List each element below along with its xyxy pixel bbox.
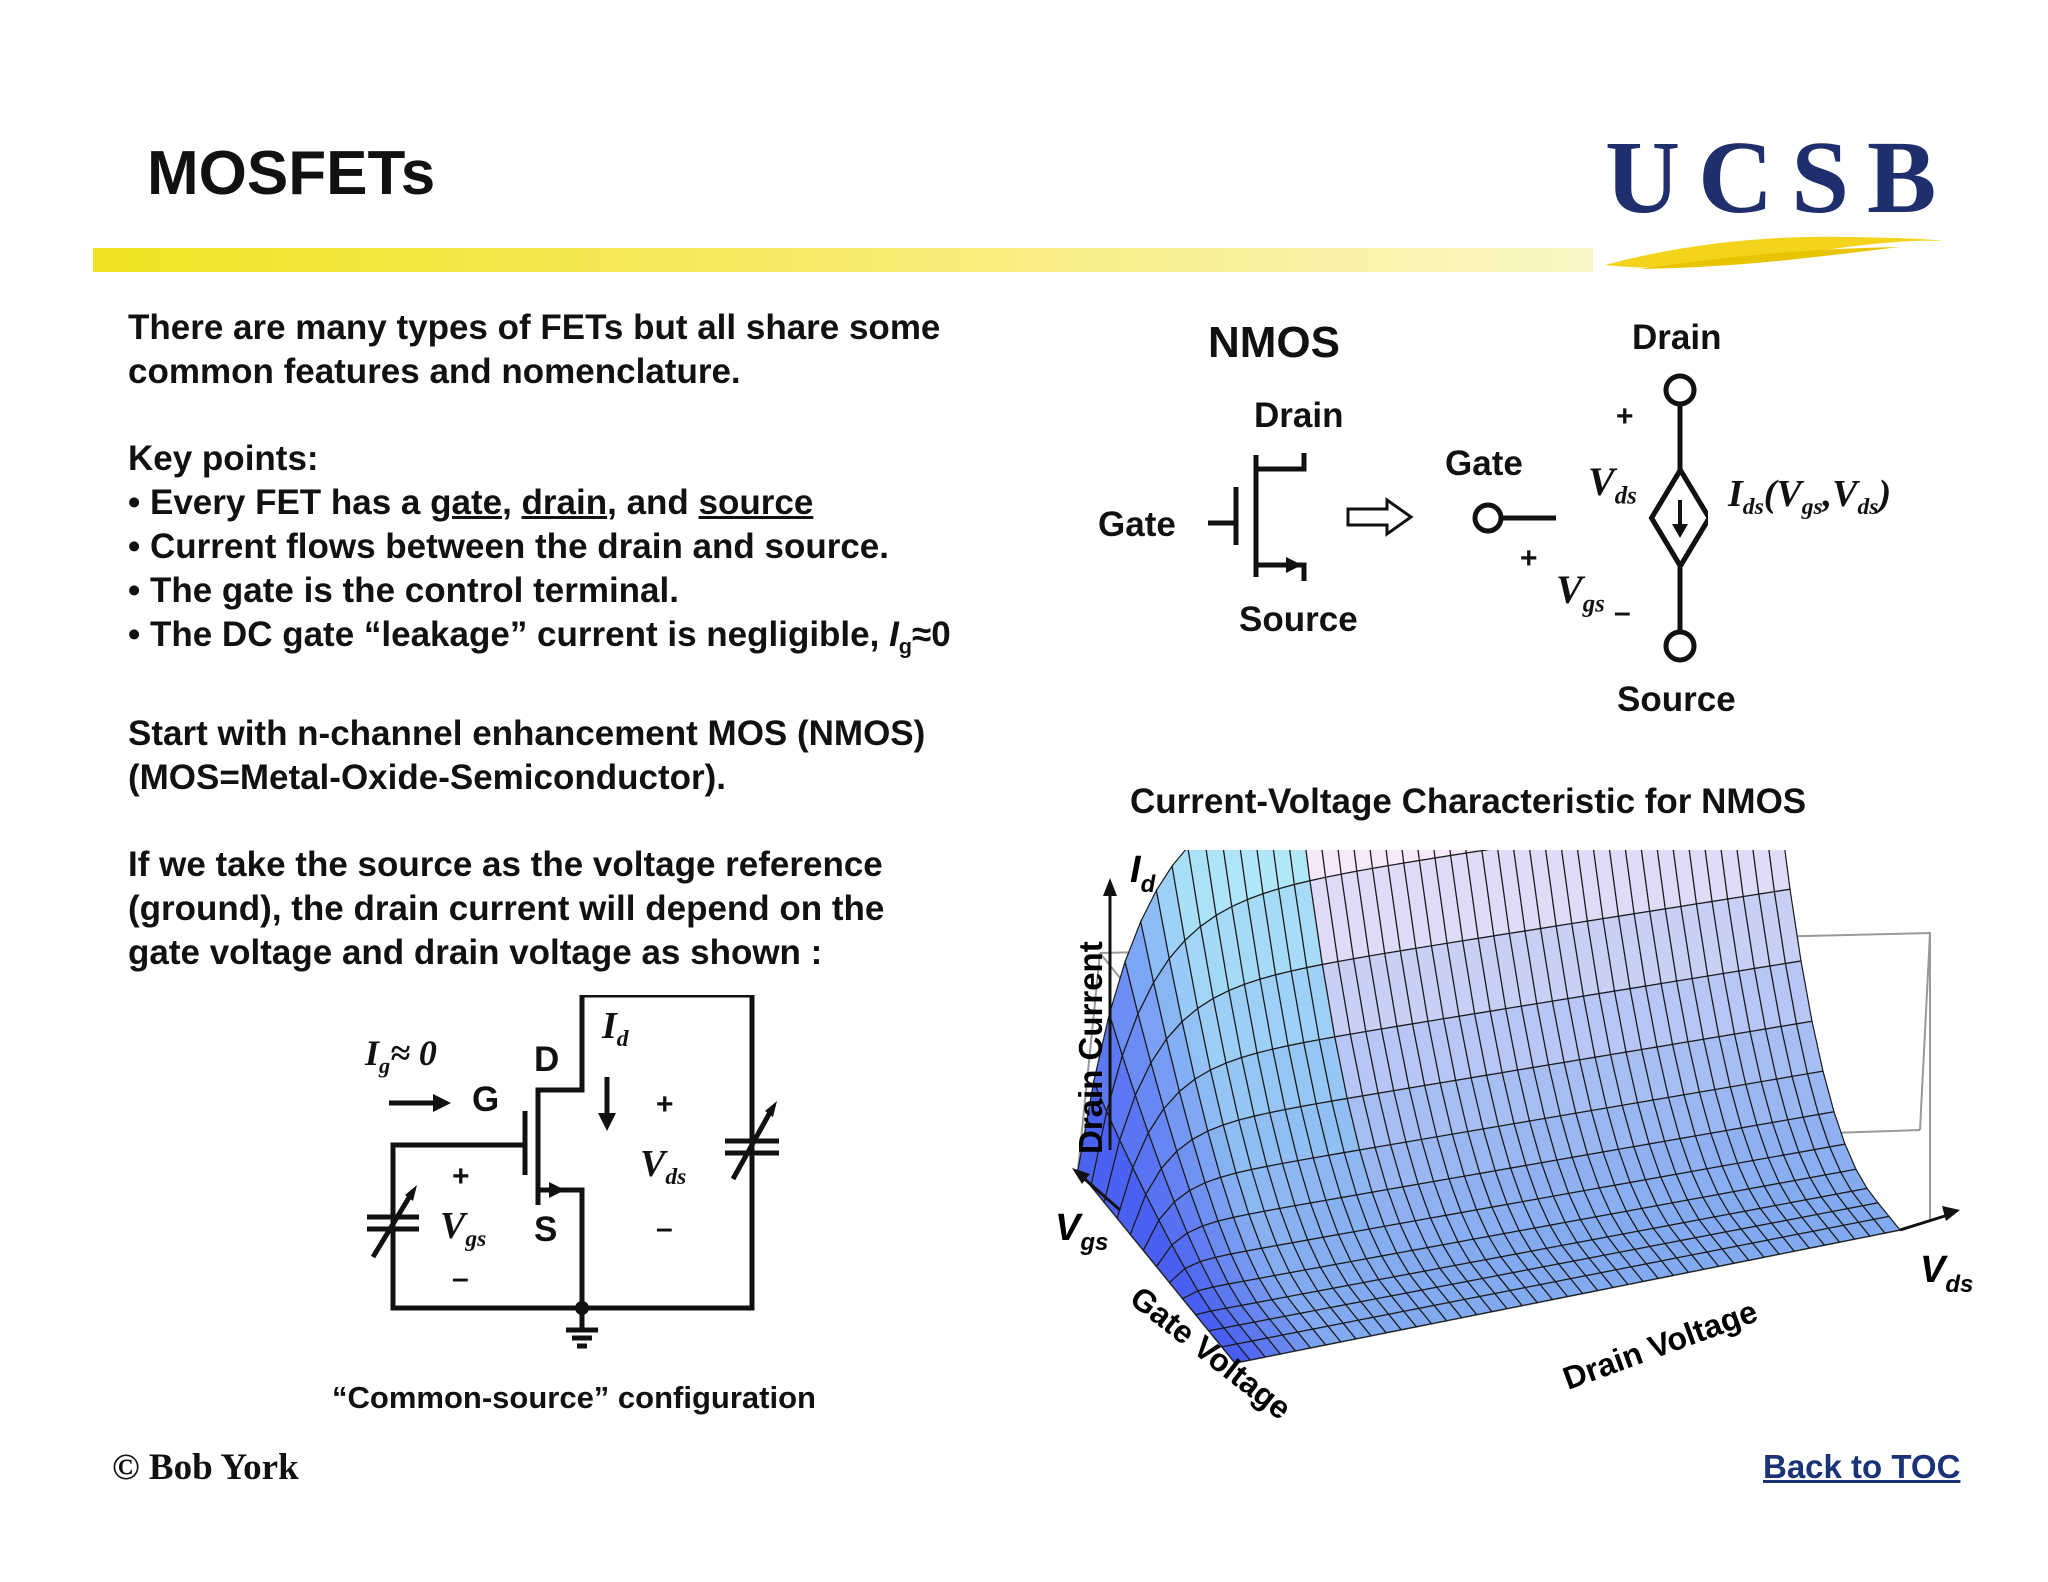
key-points-heading: Key points: xyxy=(128,439,319,478)
vgs-label: Vgs xyxy=(440,1205,487,1253)
model-ids-label: Ids(Vgs,Vds) xyxy=(1728,473,1892,521)
nmos-symbol-icon xyxy=(1208,453,1307,581)
bullet-terminals: • Every FET has a gate, drain, and sourc… xyxy=(128,483,814,522)
z-axis-title: Drain Current xyxy=(1072,941,1109,1154)
model-drain-label: Drain xyxy=(1632,318,1722,357)
nmos-intro-line2: (MOS=Metal-Oxide-Semiconductor). xyxy=(128,757,726,797)
model-vgs-label: Vgs xyxy=(1556,567,1605,618)
model-source-label: Source xyxy=(1617,680,1736,719)
bullet-gate-control: • The gate is the control terminal. xyxy=(128,571,679,610)
ig-label: Ig≈ 0 xyxy=(365,1033,437,1078)
reference-text: If we take the source as the voltage ref… xyxy=(128,844,885,972)
title-divider xyxy=(93,248,1593,272)
slide-title: MOSFETs xyxy=(147,139,436,208)
surface-mesh-cell xyxy=(1872,1215,1902,1234)
nmos-source-label: Source xyxy=(1239,600,1358,639)
arrow-right-icon xyxy=(1346,497,1414,537)
chart-title: Current-Voltage Characteristic for NMOS xyxy=(1130,782,1807,821)
drain-d-label: D xyxy=(534,1040,560,1079)
id-label: Id xyxy=(602,1005,629,1053)
model-plus-gate: + xyxy=(1520,542,1538,575)
nmos-intro-line1: Start with n-channel enhancement MOS (NM… xyxy=(128,713,926,753)
model-plus-top: + xyxy=(1616,400,1634,433)
nmos-gate-label: Gate xyxy=(1098,505,1176,544)
drain-term: drain xyxy=(521,483,608,522)
dependent-current-source-icon xyxy=(1472,373,1708,663)
model-vds-label: Vds xyxy=(1588,459,1637,510)
x-axis-symbol: Vds xyxy=(1920,1249,1973,1298)
nmos-heading: NMOS xyxy=(1208,318,1340,367)
intro-text: There are many types of FETs but all sha… xyxy=(128,308,941,391)
gate-term: gate xyxy=(430,483,503,522)
x-axis-title: Drain Voltage xyxy=(1558,1293,1762,1397)
vds-label: Vds xyxy=(640,1143,687,1191)
copyright-text: © Bob York xyxy=(112,1447,299,1488)
body-text: There are many types of FETs but all sha… xyxy=(128,306,1048,975)
model-gate-label: Gate xyxy=(1445,444,1523,483)
ucsb-logo: UCSB xyxy=(1605,120,1955,235)
nmos-drain-label: Drain xyxy=(1254,396,1344,435)
back-to-toc-link[interactable]: Back to TOC xyxy=(1763,1448,1961,1485)
drain-current-surface-plot: Drain Current Id Vgs Vds Gate Voltage Dr… xyxy=(1055,850,1973,1426)
source-term: source xyxy=(698,483,814,522)
vds-plus: + xyxy=(656,1088,674,1121)
gate-g-label: G xyxy=(472,1080,500,1119)
vgs-minus: – xyxy=(452,1262,469,1295)
z-axis-symbol: Id xyxy=(1130,850,1157,898)
model-minus-gate: – xyxy=(1614,596,1631,629)
bullet-leakage: • The DC gate “leakage” current is negli… xyxy=(128,615,951,659)
vds-minus: – xyxy=(656,1212,673,1245)
y-axis-symbol: Vgs xyxy=(1055,1207,1108,1256)
common-source-circuit-icon xyxy=(367,995,779,1349)
vgs-plus: + xyxy=(452,1160,470,1193)
circuit-caption: “Common-source” configuration xyxy=(332,1380,816,1415)
bullet-current-flow: • Current flows between the drain and so… xyxy=(128,527,889,566)
source-s-label: S xyxy=(534,1210,558,1249)
ucsb-logo-swoosh xyxy=(1605,236,1942,269)
